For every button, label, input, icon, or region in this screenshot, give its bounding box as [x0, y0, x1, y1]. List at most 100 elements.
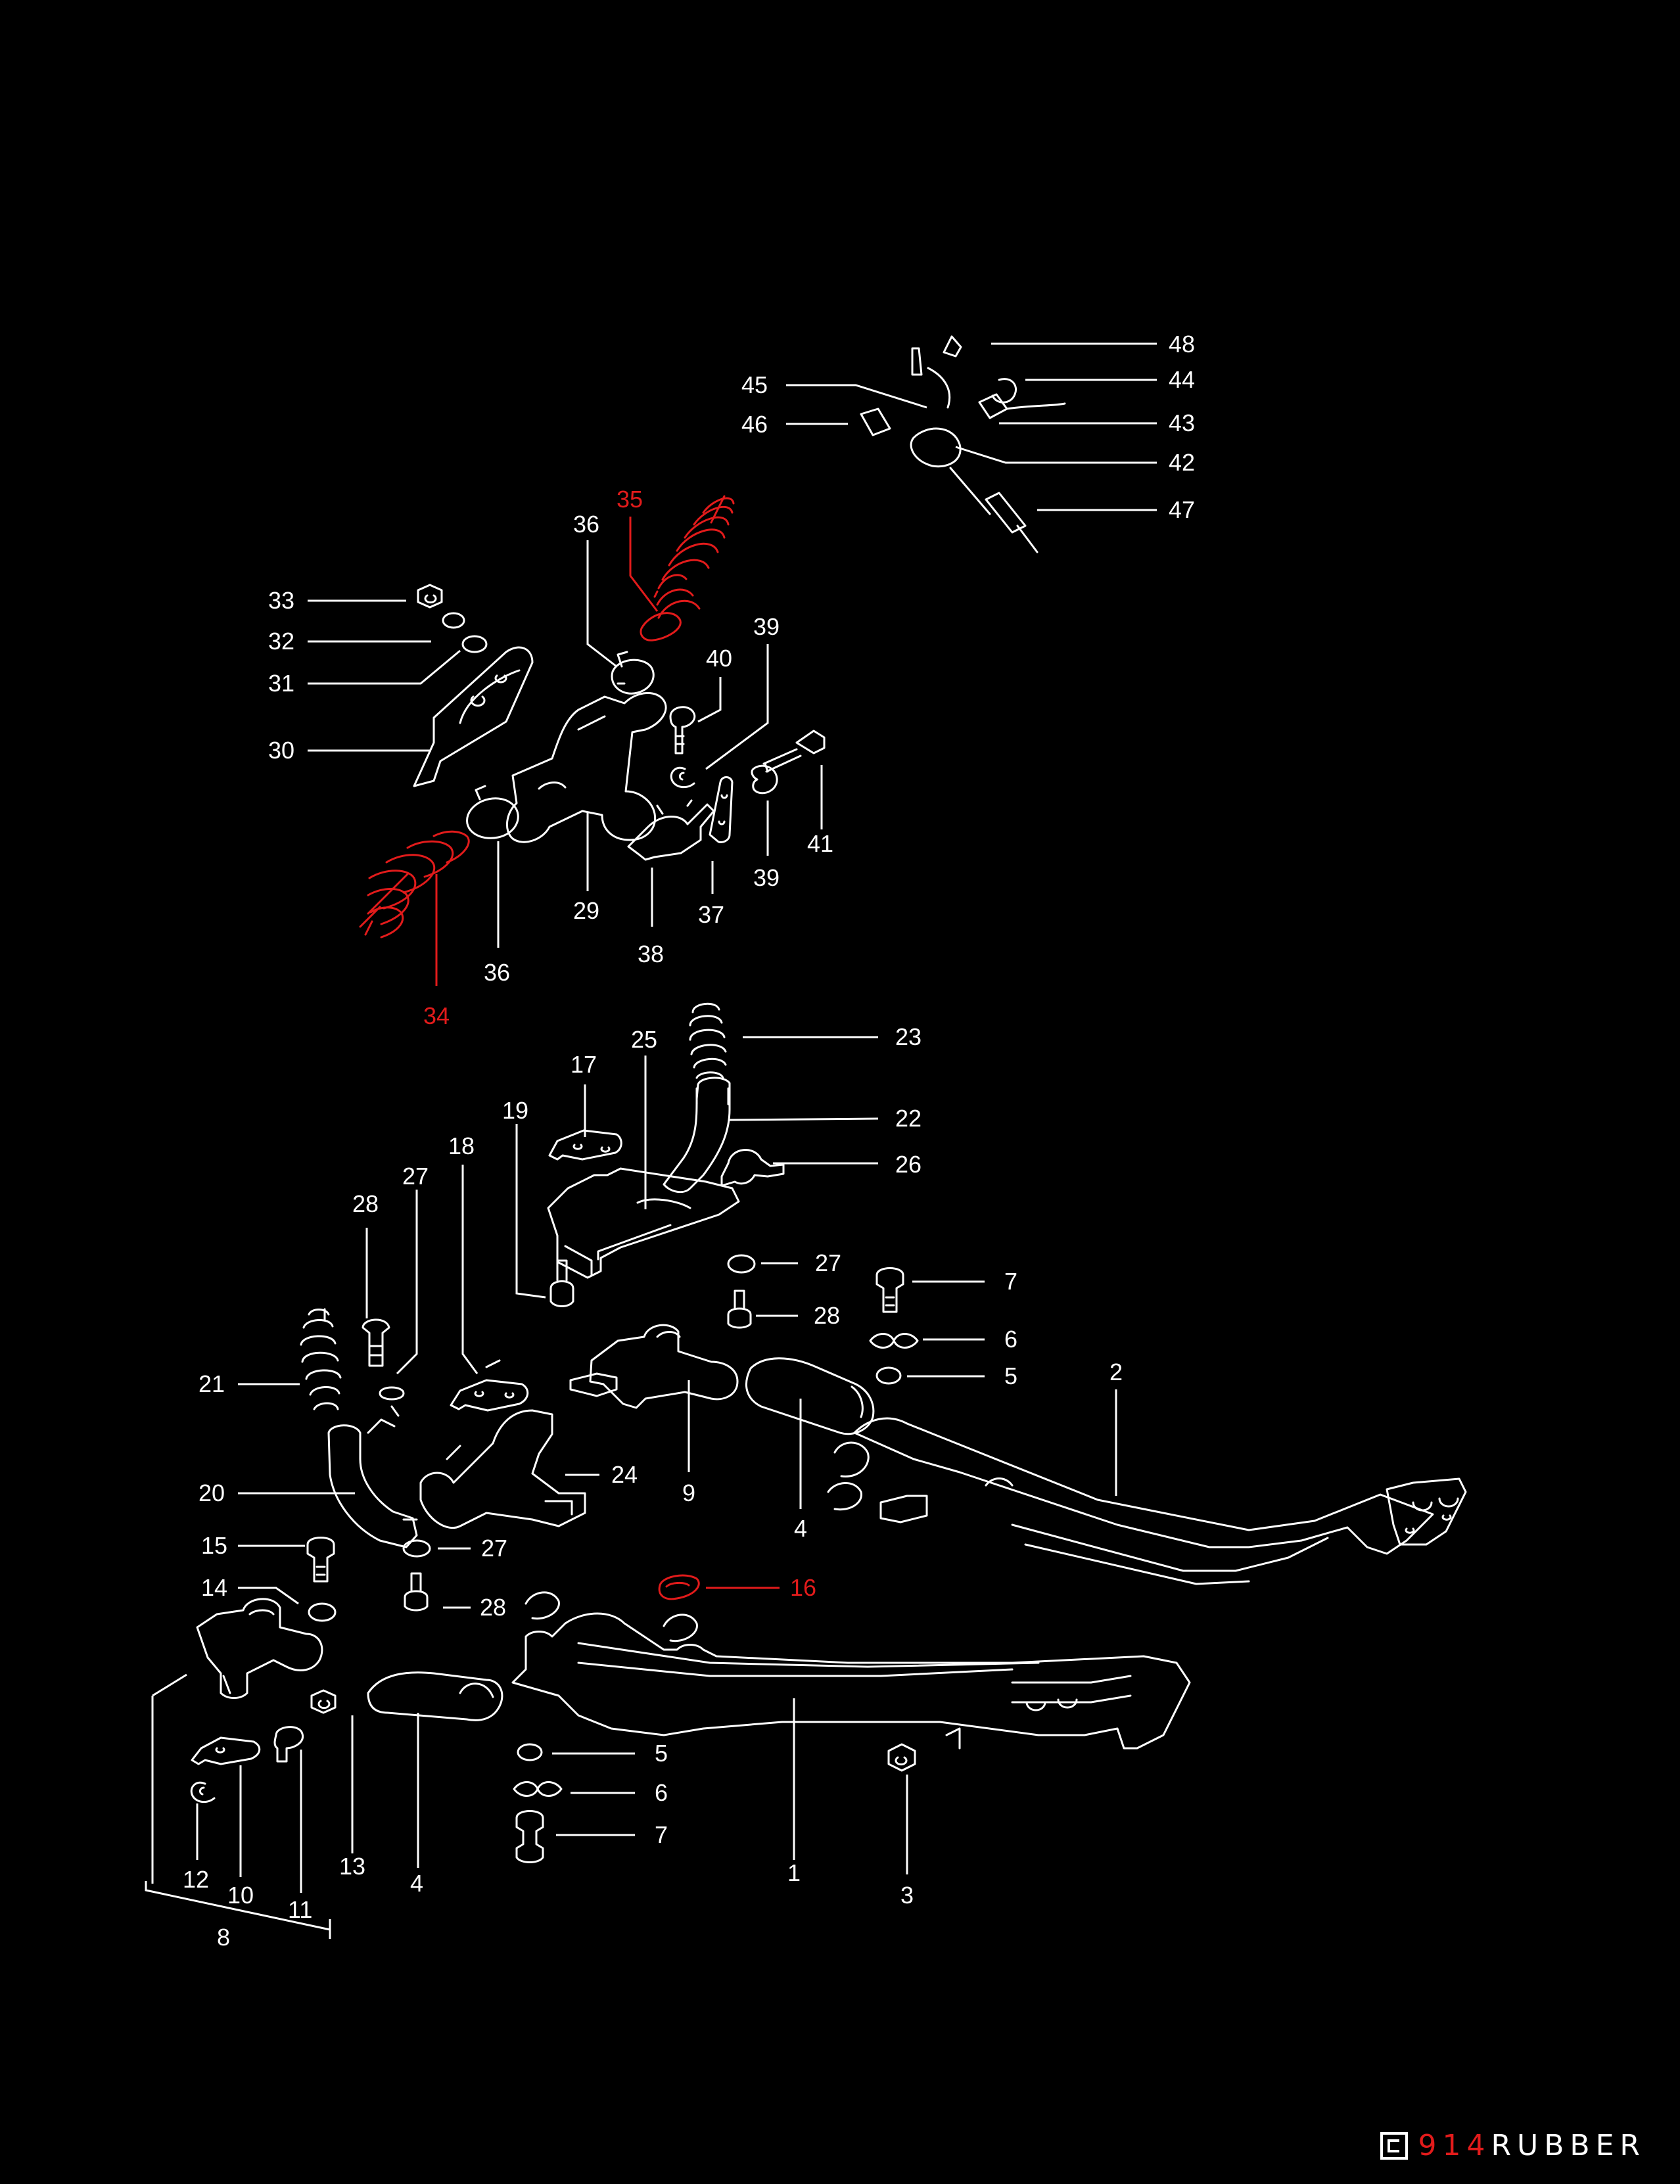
part-washer-27-low — [402, 1539, 431, 1558]
callout-leader-lines — [145, 342, 1157, 1939]
part-washer-6-low — [513, 1781, 563, 1797]
part-screw-11 — [273, 1726, 304, 1763]
part-bolt-7-low — [515, 1810, 544, 1863]
leader-27a — [396, 1190, 418, 1375]
callout-21: 21 — [198, 1370, 225, 1397]
callout-31: 31 — [268, 670, 294, 697]
part-clamp-36-bottom — [466, 785, 519, 839]
part-bolt-41 — [762, 730, 826, 773]
callout-39-bottom: 39 — [753, 864, 780, 891]
leader-8-tick — [151, 1673, 187, 1884]
part-manifold-9 — [569, 1324, 739, 1409]
callout-27-low: 27 — [481, 1535, 507, 1562]
callout-23: 23 — [895, 1023, 922, 1050]
part-cover-30 — [413, 646, 534, 787]
callout-2: 2 — [1109, 1359, 1123, 1385]
part-clip-12 — [190, 1781, 216, 1803]
part-clamp-36-top — [611, 651, 655, 695]
part-bellows-21 — [300, 1308, 342, 1410]
callout-3: 3 — [900, 1882, 914, 1909]
leader-8-bracket — [145, 1881, 331, 1939]
leader-45 — [786, 384, 927, 409]
callout-7-top: 7 — [1004, 1268, 1017, 1295]
callout-33: 33 — [268, 587, 294, 614]
part-bracket-17 — [548, 1129, 622, 1161]
part-hose-4-low — [367, 1671, 503, 1721]
callout-34: 34 — [423, 1002, 450, 1029]
callout-10: 10 — [227, 1882, 254, 1909]
callout-28-mid: 28 — [814, 1302, 840, 1329]
callout-43: 43 — [1169, 409, 1195, 436]
callout-28-low: 28 — [480, 1594, 506, 1621]
callout-11: 11 — [288, 1896, 312, 1923]
part-clamp-10 — [191, 1736, 261, 1765]
callout-20: 20 — [198, 1479, 225, 1506]
leader-31 — [308, 649, 461, 685]
part-elbow-20 — [327, 1418, 418, 1548]
callout-36-bottom: 36 — [484, 959, 510, 986]
part-hose-4-mid — [745, 1357, 875, 1435]
part-bellows-35 — [640, 495, 735, 641]
callout-9: 9 — [682, 1479, 695, 1506]
part-washer-31 — [461, 635, 488, 653]
callout-19: 19 — [502, 1097, 528, 1124]
callout-29: 29 — [573, 897, 599, 924]
part-bolt-7-top — [875, 1267, 904, 1313]
brand-name: 914RUBBER — [1418, 2130, 1646, 2162]
callout-47: 47 — [1169, 496, 1195, 523]
callout-32: 32 — [268, 628, 294, 655]
leader-35 — [629, 517, 659, 612]
leader-39a — [705, 644, 769, 770]
callout-37: 37 — [698, 901, 724, 928]
callout-45: 45 — [741, 371, 768, 398]
part-washer-6-top — [869, 1333, 919, 1349]
callout-4-low: 4 — [410, 1870, 423, 1897]
callout-30: 30 — [268, 737, 294, 764]
part-drawings — [190, 335, 1467, 1863]
callout-18: 18 — [448, 1132, 475, 1159]
leader-42 — [955, 446, 1157, 464]
part-heat-exchanger-1 — [511, 1591, 1191, 1750]
brand-word: RUBBER — [1491, 2129, 1646, 2162]
part-strap-37 — [709, 776, 734, 844]
part-screw-28-mid — [727, 1289, 752, 1329]
callout-5-low: 5 — [655, 1740, 668, 1767]
leader-22 — [729, 1117, 879, 1121]
leader-40 — [697, 677, 722, 723]
callout-4-mid: 4 — [794, 1515, 807, 1542]
callout-12: 12 — [183, 1866, 209, 1893]
callout-17: 17 — [571, 1051, 597, 1078]
callout-40: 40 — [706, 645, 732, 672]
callout-7-low: 7 — [655, 1821, 668, 1848]
callout-16: 16 — [790, 1574, 816, 1601]
leader-19 — [515, 1124, 546, 1299]
callout-14: 14 — [201, 1574, 227, 1601]
part-screw-40 — [669, 706, 696, 755]
part-bracket-18 — [450, 1359, 529, 1412]
part-washer-5-low — [517, 1743, 543, 1761]
part-washer-14 — [308, 1602, 337, 1622]
part-elbow-22 — [663, 1077, 731, 1194]
callout-27-left: 27 — [402, 1163, 429, 1190]
part-clamp-38 — [627, 799, 715, 861]
part-screw-28-left — [362, 1318, 390, 1367]
callout-28-left: 28 — [352, 1190, 379, 1217]
part-washer-27-left — [379, 1386, 405, 1417]
callout-25: 25 — [631, 1026, 657, 1053]
part-duct-25 — [547, 1167, 740, 1279]
leader-36a — [586, 540, 617, 668]
brand-numeral: 914 — [1418, 2129, 1491, 2162]
part-exhaust-pipe-2 — [827, 1417, 1467, 1585]
callout-24: 24 — [611, 1461, 638, 1488]
part-washer-27-mid — [727, 1254, 756, 1274]
callout-26: 26 — [895, 1151, 922, 1178]
part-manifold-8 — [196, 1598, 323, 1699]
part-bracket-26 — [720, 1149, 785, 1187]
part-clip-39a — [670, 766, 695, 789]
part-screw-28-low — [404, 1572, 429, 1612]
callout-41: 41 — [807, 830, 833, 857]
part-gasket-16 — [658, 1574, 700, 1600]
part-screw-19 — [549, 1259, 574, 1307]
part-sensor-assembly — [860, 335, 1066, 553]
